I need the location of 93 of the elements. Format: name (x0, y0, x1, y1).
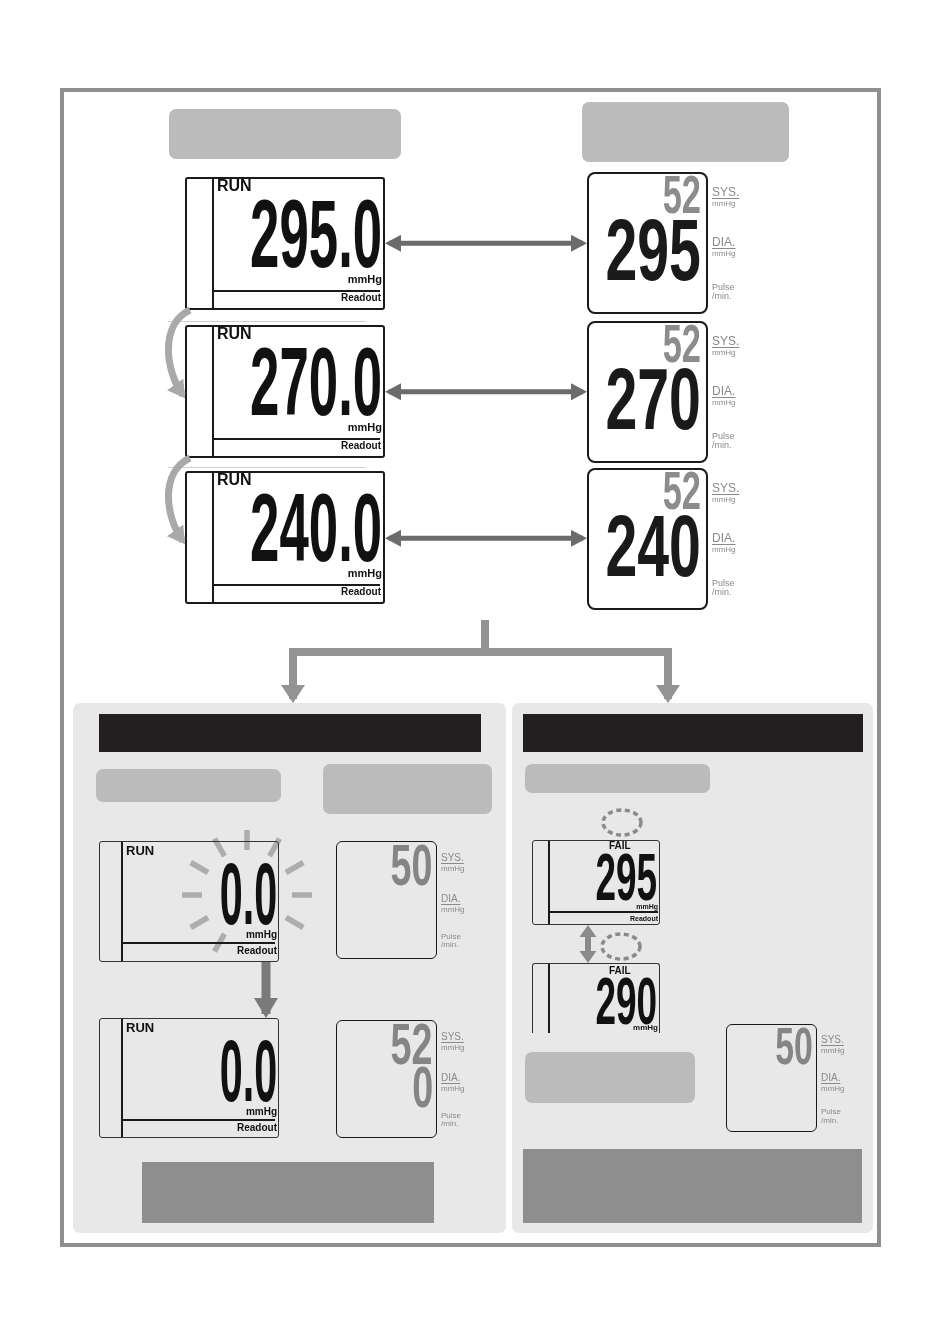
lcd-display (532, 963, 660, 1033)
sys-label: SYS. (712, 186, 740, 199)
pulse-label: Pulse /min. (712, 282, 735, 302)
unit-label: mmHg (821, 1084, 845, 1093)
dia-label: DIA. (712, 531, 736, 545)
diastolic-reading: 295 (605, 217, 701, 283)
unit-label: mmHg (633, 1024, 658, 1032)
dia-label: DIA. (441, 894, 461, 905)
monitor-display (726, 1024, 817, 1132)
pressure-reading: 295.0 (249, 198, 382, 270)
dia-label: DIA. (441, 1073, 461, 1084)
monitor-display (587, 172, 708, 314)
curved-arrow (165, 307, 192, 399)
blank-note-panel (523, 1149, 862, 1223)
unit-label: mmHg (347, 568, 382, 579)
mode-label: RUN (217, 472, 252, 488)
blank-label (525, 1052, 695, 1103)
section-panel (73, 703, 506, 1233)
sys-label: SYS. (441, 852, 464, 864)
sys-label: SYS. (441, 1031, 464, 1043)
monitor-display (336, 1020, 437, 1138)
double-headed-arrow (579, 925, 597, 963)
double-headed-arrow (385, 234, 587, 252)
unit-label: mmHg (712, 249, 736, 259)
unit-label: mmHg (712, 349, 736, 358)
double-headed-arrow (385, 383, 587, 401)
systolic-reading: 52 (662, 175, 701, 215)
monitor-display (587, 321, 708, 463)
lcd-display (185, 325, 385, 458)
mode-label: RUN (217, 178, 252, 194)
dia-label: DIA. (821, 1072, 841, 1084)
diastolic-reading: 270 (605, 366, 701, 432)
lcd-display (532, 840, 660, 925)
unit-label: mmHg (441, 1043, 465, 1053)
unit-label: mmHg (712, 200, 736, 209)
unit-label: mmHg (245, 1107, 277, 1117)
dia-label: DIA. (712, 384, 736, 398)
readout-label: Readout (237, 946, 277, 956)
diastolic-reading: 0 (412, 1066, 433, 1109)
pulse-label: Pulse /min. (712, 431, 735, 451)
pulse-label: Pulse /min. (712, 578, 735, 598)
monitor-display (587, 468, 708, 610)
mode-label: FAIL (609, 966, 631, 976)
unit-label: mmHg (347, 274, 382, 285)
lcd-display (185, 471, 385, 604)
unit-label: mmHg (441, 906, 465, 915)
sys-label: SYS. (712, 335, 740, 348)
blank-label (525, 764, 710, 793)
pressure-reading: 240.0 (249, 492, 382, 564)
mode-label: FAIL (609, 841, 631, 851)
mode-label: RUN (217, 326, 252, 342)
systolic-reading: 52 (662, 324, 701, 364)
systolic-reading: 52 (391, 1023, 433, 1066)
unit-label: mmHg (712, 496, 736, 505)
sys-label: SYS. (712, 482, 740, 495)
section-panel (512, 703, 873, 1233)
mode-label: RUN (126, 1021, 155, 1034)
lcd-display (99, 841, 279, 962)
double-headed-arrow (385, 529, 587, 547)
curved-arrow (165, 455, 192, 545)
unit-label: mmHg (245, 930, 277, 940)
blank-header-bar (99, 714, 481, 752)
pressure-reading: 270.0 (249, 346, 382, 418)
blank-header-bar (523, 714, 863, 752)
pulse-label: Pulse /min. (441, 1112, 461, 1129)
unit-label: mmHg (441, 864, 465, 874)
readout-label: Readout (341, 587, 381, 597)
unit-label: mmHg (712, 545, 736, 555)
systolic-reading: 52 (662, 471, 701, 511)
pulse-label: Pulse /min. (821, 1108, 841, 1125)
readout-label: Readout (341, 441, 381, 451)
dia-label: DIA. (712, 235, 736, 249)
unit-label: mmHg (712, 398, 736, 408)
systolic-reading: 50 (775, 1027, 813, 1066)
blank-label (323, 764, 492, 814)
blank-label (582, 102, 789, 162)
unit-label: mmHg (441, 1085, 465, 1094)
blank-note-panel (142, 1162, 434, 1223)
readout-label: Readout (341, 293, 381, 303)
readout-label: Readout (237, 1123, 277, 1133)
unit-label: mmHg (347, 422, 382, 433)
systolic-reading: 50 (391, 844, 433, 887)
monitor-display (336, 841, 437, 959)
unit-label: mmHg (821, 1046, 845, 1056)
pulse-label: Pulse /min. (441, 933, 461, 950)
sys-label: SYS. (821, 1034, 844, 1046)
lcd-display (185, 177, 385, 310)
mode-label: RUN (126, 844, 155, 857)
arrow (254, 962, 278, 1018)
blank-label (169, 109, 401, 159)
lcd-display (99, 1018, 279, 1138)
diastolic-reading: 240 (605, 513, 701, 579)
blank-label (96, 769, 281, 802)
